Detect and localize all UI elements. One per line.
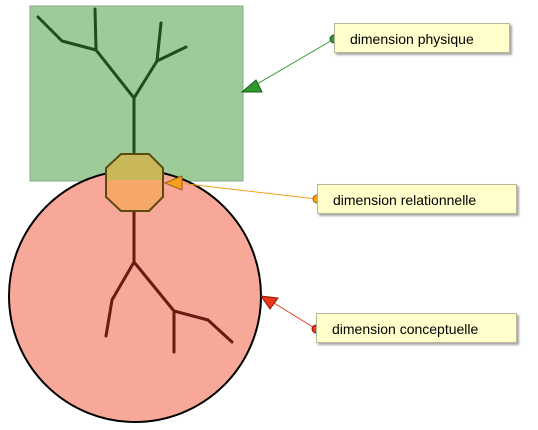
label-text-conceptuelle: dimension conceptuelle bbox=[332, 321, 479, 337]
arrowhead-conceptuelle bbox=[259, 295, 279, 310]
relational-octagon-bottom bbox=[106, 180, 163, 211]
relational-octagon-top bbox=[106, 154, 163, 180]
label-text-physique: dimension physique bbox=[350, 31, 474, 47]
arrowhead-physique bbox=[240, 79, 263, 93]
label-dimension-physique: dimension physique bbox=[334, 23, 510, 53]
connector-conceptuelle bbox=[273, 302, 317, 330]
physical-tree bbox=[36, 7, 188, 160]
relational-octagon-outline bbox=[105, 153, 164, 212]
connector-relationnelle bbox=[177, 182, 318, 200]
conceptual-tree bbox=[104, 206, 234, 354]
label-dimension-relationnelle: dimension relationnelle bbox=[317, 184, 517, 214]
arrowhead-relationnelle bbox=[163, 175, 183, 191]
label-dimension-conceptuelle: dimension conceptuelle bbox=[316, 313, 517, 343]
connector-physique bbox=[251, 38, 335, 88]
label-text-relationnelle: dimension relationnelle bbox=[333, 192, 477, 208]
